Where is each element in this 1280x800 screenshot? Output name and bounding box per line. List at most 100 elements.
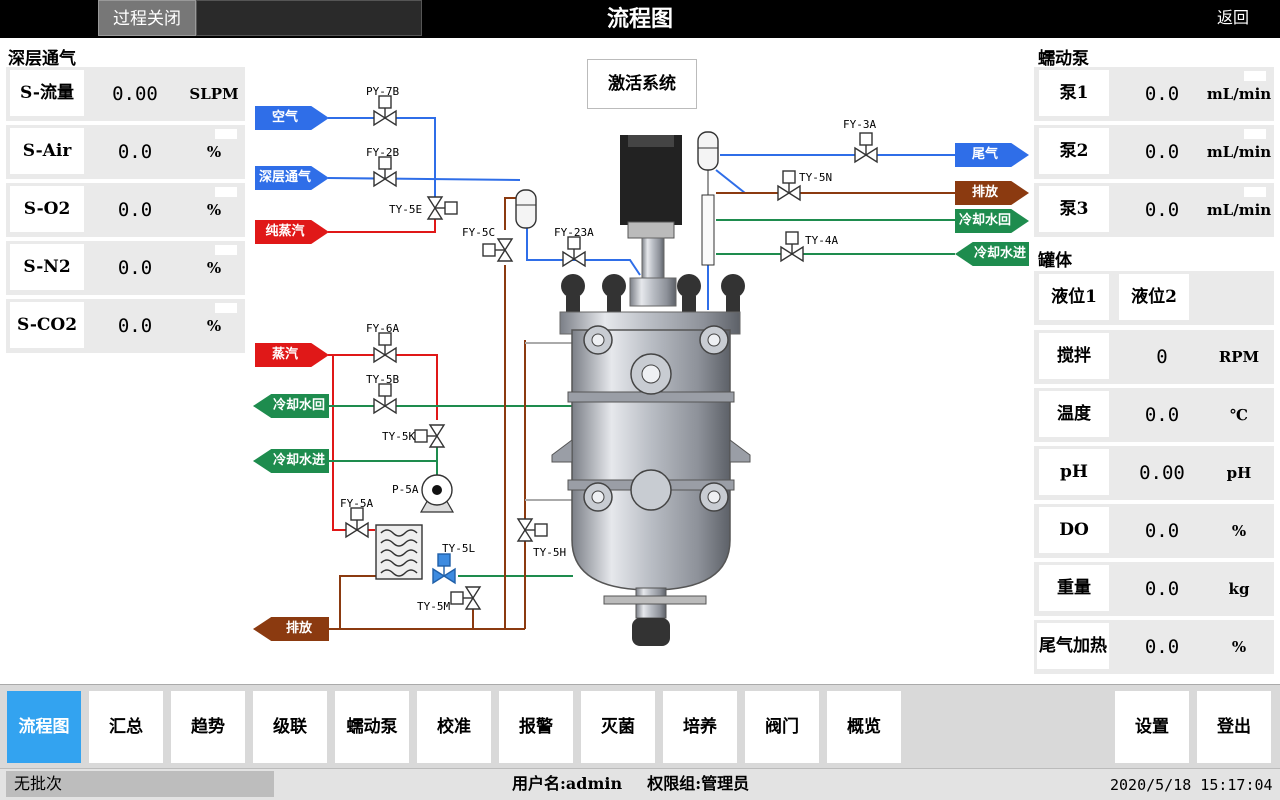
process-close-button[interactable]: 过程关闭 [98,0,196,36]
valve-group[interactable] [345,95,878,610]
deep-aeration-line [327,177,521,181]
aeration-o2-unit: % [206,201,222,219]
fy5c-up-line [504,197,520,230]
exhaust-heat-value: 0.0 [1144,636,1180,658]
valve-ty5l [432,553,456,585]
tank-row-agitation: 搅拌 0 RPM [1034,330,1274,384]
level-2-button[interactable]: 液位2 [1119,274,1189,320]
tab-summary[interactable]: 汇总 [89,691,163,763]
cool-in-right-tag[interactable]: 冷却水进 [955,242,1029,266]
pump-3-button[interactable]: 泵3 [1039,186,1109,232]
valve-ty5m [450,586,482,610]
exhaust-heat-button[interactable]: 尾气加热 [1037,623,1109,669]
valve-fy6a [373,332,397,364]
pump-p5a-label: P-5A [392,483,419,496]
valve-ty5e [426,196,458,220]
top-bar: 过程关闭 流程图 返回 [0,0,1280,38]
drain-right-tag[interactable]: 排放 [955,181,1029,205]
aeration-air-value: 0.0 [117,141,153,163]
back-button[interactable]: 返回 [1216,8,1249,27]
pump-1-indicator [1244,71,1266,81]
valve-fy3a-label: FY-3A [843,118,877,131]
filter-canister-right [697,131,719,266]
pure-steam-tag[interactable]: 纯蒸汽 [255,220,329,244]
status-bar: 无批次 用户名:admin 权限组:管理员 2020/5/18 15:17:04 [0,768,1280,800]
valve-fy5c [482,238,514,262]
valve-ty5n [777,170,801,202]
valve-fy5a-label: FY-5A [340,497,374,510]
role-text: 权限组:管理员 [647,774,750,793]
level-row: 液位1 液位2 [1034,271,1274,325]
tab-culture[interactable]: 培养 [663,691,737,763]
logout-button[interactable]: 登出 [1197,691,1271,763]
do-button[interactable]: DO [1039,507,1109,553]
do-value: 0.0 [1144,520,1180,542]
weight-unit: kg [1228,580,1250,598]
aeration-flow-value: 0.00 [112,83,158,105]
tank-row-ph: pH 0.00 pH [1034,446,1274,500]
valve-ty5h [516,518,548,542]
valve-ty5l-label: TY-5L [442,542,476,555]
do-unit: % [1231,522,1247,540]
tab-valves[interactable]: 阀门 [745,691,819,763]
valve-ty5h-label: TY-5H [533,546,567,559]
tab-trend[interactable]: 趋势 [171,691,245,763]
tab-calibration[interactable]: 校准 [417,691,491,763]
steam-tag[interactable]: 蒸汽 [255,343,329,367]
temperature-button[interactable]: 温度 [1039,391,1109,437]
tab-sterilization[interactable]: 灭菌 [581,691,655,763]
aeration-co2-indicator [215,303,237,313]
activate-system-button[interactable]: 激活系统 [587,59,697,109]
aeration-row-o2: S-O2 0.0 % [6,183,245,237]
temperature-unit: ℃ [1230,406,1248,424]
tab-peristaltic-pump[interactable]: 蠕动泵 [335,691,409,763]
valve-fy2b [373,156,397,188]
aeration-co2-label[interactable]: S-CO2 [10,302,84,348]
deep-aeration-tag[interactable]: 深层通气 [255,166,329,190]
pump-row-2: 泵2 0.0 mL/min [1034,125,1274,179]
pump-p5a-icon[interactable] [419,474,455,513]
cool-return-right-tag[interactable]: 冷却水回 [955,209,1029,233]
level-1-button[interactable]: 液位1 [1039,274,1109,320]
process-status-field [196,0,422,36]
valve-ty5n-label: TY-5N [799,171,833,184]
pump-1-button[interactable]: 泵1 [1039,70,1109,116]
valve-fy6a-label: FY-6A [366,322,400,335]
ph-value: 0.00 [1139,462,1185,484]
aeration-air-label[interactable]: S-Air [10,128,84,174]
aeration-o2-label[interactable]: S-O2 [10,186,84,232]
drain-left-tag[interactable]: 排放 [253,617,329,641]
agitation-value: 0 [1156,346,1168,368]
tab-flowchart[interactable]: 流程图 [7,691,81,763]
tank-row-temperature: 温度 0.0 ℃ [1034,388,1274,442]
cool-in-left-tag[interactable]: 冷却水进 [253,449,329,473]
aeration-flow-label[interactable]: S-流量 [10,70,84,116]
pump-2-button[interactable]: 泵2 [1039,128,1109,174]
weight-button[interactable]: 重量 [1039,565,1109,611]
agitation-unit: RPM [1218,348,1260,366]
pump-2-value: 0.0 [1144,141,1180,163]
air-tag[interactable]: 空气 [255,106,329,130]
pump-section-title: 蠕动泵 [1038,49,1089,69]
pump-3-indicator [1244,187,1266,197]
ph-unit: pH [1226,464,1252,482]
ph-button[interactable]: pH [1039,449,1109,495]
valve-fy5a [345,507,369,539]
pump-row-3: 泵3 0.0 mL/min [1034,183,1274,237]
tab-alarm[interactable]: 报警 [499,691,573,763]
pump-row-1: 泵1 0.0 mL/min [1034,67,1274,121]
aeration-co2-unit: % [206,317,222,335]
aeration-o2-indicator [215,187,237,197]
valve-py7b [373,95,397,127]
steam-line [328,354,438,420]
drain-hx-line [339,575,378,629]
exhaust-heat-unit: % [1231,638,1247,656]
settings-button[interactable]: 设置 [1115,691,1189,763]
tab-overview[interactable]: 概览 [827,691,901,763]
aeration-n2-label[interactable]: S-N2 [10,244,84,290]
tab-cascade[interactable]: 级联 [253,691,327,763]
exhaust-tag[interactable]: 尾气 [955,143,1029,167]
cool-return-left-tag[interactable]: 冷却水回 [253,394,329,418]
aeration-row-co2: S-CO2 0.0 % [6,299,245,353]
agitation-button[interactable]: 搅拌 [1039,333,1109,379]
